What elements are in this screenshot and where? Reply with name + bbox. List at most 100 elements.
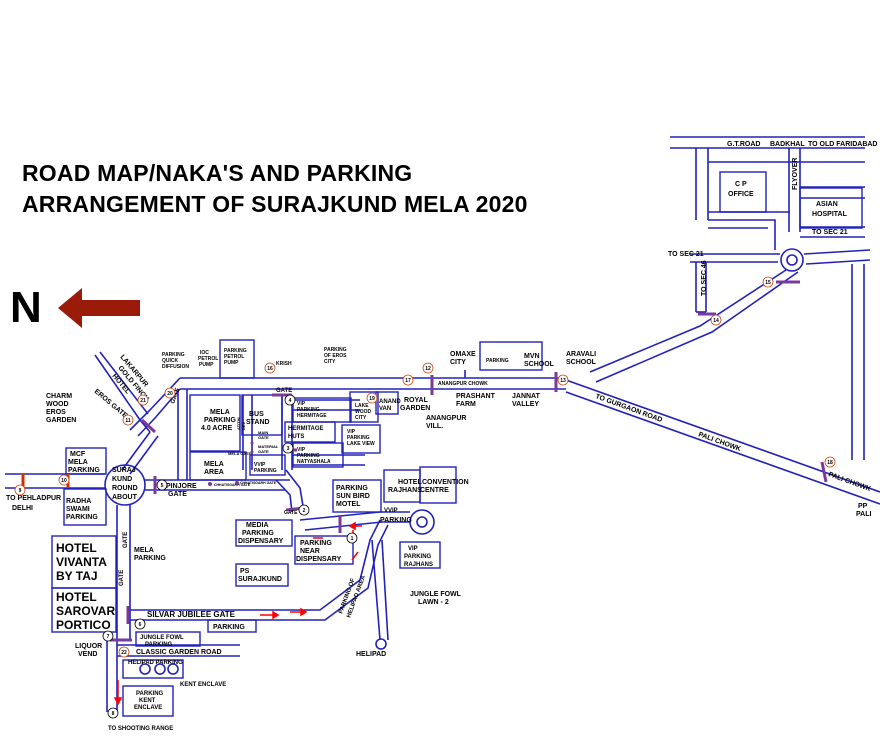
label-gate-lakarpur: GATE	[170, 387, 181, 404]
label-jannat-2: VALLEY	[512, 401, 539, 408]
label-bus-1: BUS	[249, 411, 264, 418]
label-quick-3: DIFFUSION	[162, 364, 189, 370]
label-vip-lake-3: LAKE VIEW	[347, 441, 375, 447]
marker-2: 2	[298, 504, 310, 516]
label-vip-hermitage-3: HERMITAGE	[297, 413, 327, 419]
label-convention-1: CONVENTION	[422, 479, 469, 486]
label-vip-lake-2: PARKING	[347, 435, 370, 441]
label-liquor-1: LIQUOR	[75, 643, 102, 650]
label-lake-wood-1: LAKE	[355, 403, 369, 409]
map-title-line-2: ARRANGEMENT OF SURAJKUND MELA 2020	[22, 191, 528, 217]
map-labels: G.T.ROAD BADKHAL TO OLD FARIDABAD FLYOVE…	[6, 141, 877, 732]
label-media-3: DISPENSARY	[238, 538, 284, 545]
north-arrow-icon	[58, 288, 140, 328]
label-to-gurgaon: TO GURGAON ROAD	[594, 393, 663, 424]
label-chhattisgarh: CHHATISGARH GATE	[214, 483, 251, 487]
label-mela-parking-1: MELA	[210, 409, 230, 416]
label-kent-enclave: KENT ENCLAVE	[180, 682, 226, 688]
svg-text:10: 10	[61, 478, 67, 484]
label-mcf-2: MELA	[68, 459, 88, 466]
label-quick-2: QUICK	[162, 358, 179, 364]
svg-text:8: 8	[112, 711, 115, 717]
label-sunbird-3: MOTEL	[336, 501, 361, 508]
label-prashant-2: FARM	[456, 401, 476, 408]
label-anand-2: VAN	[379, 406, 391, 412]
svg-text:13: 13	[560, 378, 566, 384]
label-mela-area-2: AREA	[204, 469, 224, 476]
label-badkhal: BADKHAL	[770, 141, 805, 148]
label-to-pehladpur-2: DELHI	[12, 505, 33, 512]
label-near-disp-2: NEAR	[300, 548, 320, 555]
label-jungle-lawn-2: LAWN - 2	[418, 599, 449, 606]
label-kent-parking-1: PARKING	[136, 691, 164, 697]
marker-14: 14	[710, 314, 722, 326]
gate-dots	[208, 441, 254, 486]
label-vvip-rd: VVIP	[384, 508, 398, 514]
marker-19: 19	[366, 392, 378, 404]
marker-8: 8	[107, 707, 119, 719]
label-charm-4: GARDEN	[46, 417, 76, 424]
label-vip-hermitage-2: PARKING	[297, 407, 320, 413]
label-suraj-4: ABOUT	[112, 494, 138, 501]
marker-11: 11	[122, 414, 134, 426]
marker-3: 3	[282, 442, 294, 454]
label-atithi-2: DEV	[241, 421, 246, 430]
label-charm-2: WOOD	[46, 401, 69, 408]
label-krish: KRISH	[276, 361, 292, 367]
label-royal-2: GARDEN	[400, 405, 430, 412]
marker-4: 4	[284, 394, 296, 406]
marker-13: 13	[557, 374, 569, 386]
marker-15: 15	[762, 276, 774, 288]
label-media-2: PARKING	[242, 530, 274, 537]
label-mela-parking-s-2: PARKING	[134, 555, 166, 562]
label-royal-1: ROYAL	[404, 397, 429, 404]
label-radha-2: SWAMI	[66, 506, 90, 513]
label-to-pehladpur-1: TO PEHLADPUR	[6, 495, 61, 502]
label-suraj-3: ROUND	[112, 485, 138, 492]
buildings	[51, 171, 863, 717]
label-to-sec21: TO SEC 21	[812, 229, 848, 236]
label-eros-gate: EROS GATE	[93, 388, 129, 420]
label-gate-media: GATE	[284, 510, 298, 516]
label-to-sec46: TO SEC 46	[701, 260, 708, 296]
label-anangpur-vill-1: ANANGPUR	[426, 415, 466, 422]
svg-text:12: 12	[425, 366, 431, 372]
label-mvn-1: MVN	[524, 353, 540, 360]
label-hotel-sarovar-2: SAROVAR	[56, 604, 115, 618]
label-pali-chowk2: PALI CHOWK	[827, 471, 871, 493]
label-vvip-parking-1: VVIP	[254, 462, 266, 468]
label-parking-pump-2: PETROL	[224, 354, 244, 360]
svg-text:22: 22	[121, 650, 127, 656]
label-jungle-fowl-1: JUNGLE FOWL	[140, 635, 184, 641]
label-mela-parking-2: PARKING	[204, 417, 236, 424]
label-vip-natya-2: PARKING	[297, 453, 320, 459]
label-main-gate-2: GATE	[258, 435, 269, 440]
label-hotel-sarovar-1: HOTEL	[56, 590, 97, 604]
svg-text:18: 18	[827, 460, 833, 466]
label-mcf-3: PARKING	[68, 467, 100, 474]
label-vip-rajhans-2: PARKING	[404, 554, 432, 560]
svg-text:16: 16	[267, 366, 273, 372]
marker-20: 20	[164, 387, 176, 399]
label-aravali-2: SCHOOL	[566, 359, 597, 366]
label-vip-hermitage-1: VIP	[297, 401, 306, 407]
label-material-2: GATE	[258, 449, 269, 454]
label-silvar-gate: SILVAR JUBILEE GATE	[147, 610, 236, 619]
marker-6: 6	[134, 618, 146, 630]
label-aravali-1: ARAVALI	[566, 351, 596, 358]
label-jungle-lawn-1: JUNGLE FOWL	[410, 591, 462, 598]
svg-text:20: 20	[167, 391, 173, 397]
label-helipad-parking: HELIPAD PARKING	[128, 660, 183, 666]
svg-text:6: 6	[139, 622, 142, 628]
label-mela-parking-s-1: MELA	[134, 547, 154, 554]
svg-text:5: 5	[161, 483, 164, 489]
label-gate-v2: GATE	[119, 570, 125, 586]
svg-text:3: 3	[287, 446, 290, 452]
label-gate-v1: GATE	[123, 532, 129, 548]
svg-text:4: 4	[289, 398, 292, 404]
label-vvip-rd2: PARKING	[380, 517, 412, 524]
marker-9: 9	[14, 484, 26, 496]
label-convention-2: CENTRE	[420, 487, 449, 494]
label-ioc-1: IOC	[200, 350, 209, 356]
label-charm-3: EROS	[46, 409, 66, 416]
